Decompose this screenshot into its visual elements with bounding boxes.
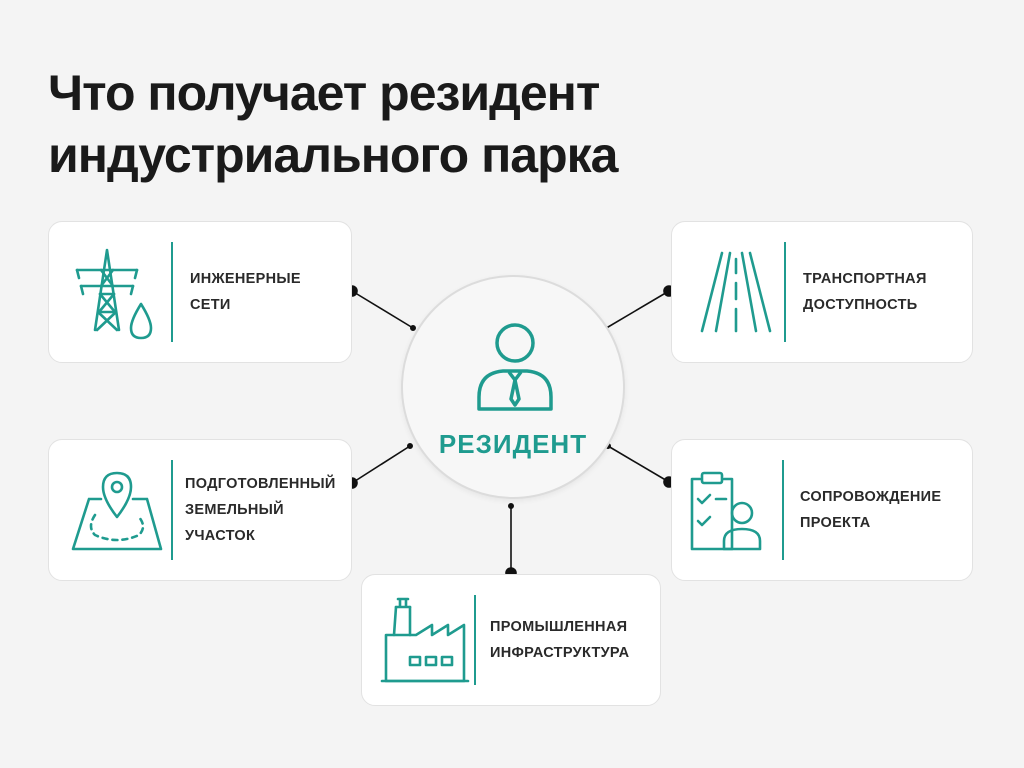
title-line-2: индустриального парка <box>48 127 618 183</box>
card-separator <box>782 460 784 560</box>
factory-icon <box>380 597 470 683</box>
card-separator <box>171 242 173 342</box>
card-project-support: СОПРОВОЖДЕНИЕ ПРОЕКТА <box>671 439 973 581</box>
title-line-1: Что получает резидент <box>48 65 600 121</box>
card-label-land: ПОДГОТОВЛЕННЫЙ ЗЕМЕЛЬНЫЙ УЧАСТОК <box>185 476 336 544</box>
connector-transport <box>602 290 670 331</box>
power-pylon-water-drop-icon <box>75 248 153 340</box>
person-with-tie-icon <box>477 323 553 411</box>
card-separator <box>171 460 173 560</box>
card-engineering-networks: ИНЖЕНЕРНЫЕ СЕТИ <box>48 221 352 363</box>
card-transport-accessibility: ТРАНСПОРТНАЯ ДОСТУПНОСТЬ <box>671 221 973 363</box>
card-land-plot: ПОДГОТОВЛЕННЫЙ ЗЕМЕЛЬНЫЙ УЧАСТОК <box>48 439 352 581</box>
connector-land <box>351 445 411 484</box>
card-label-support: СОПРОВОЖДЕНИЕ ПРОЕКТА <box>800 489 942 531</box>
road-icon <box>700 251 772 333</box>
card-label-industrial: ПРОМЫШЛЕННАЯ ИНФРАСТРУКТУРА <box>490 619 630 661</box>
connector-support <box>607 445 670 483</box>
card-label-engineering: ИНЖЕНЕРНЫЕ СЕТИ <box>190 271 301 313</box>
card-industrial-infrastructure: ПРОМЫШЛЕННАЯ ИНФРАСТРУКТУРА <box>361 574 661 706</box>
page-title: Что получает резидент индустриального па… <box>48 62 948 186</box>
card-separator <box>784 242 786 342</box>
card-label-transport: ТРАНСПОРТНАЯ ДОСТУПНОСТЬ <box>803 271 927 313</box>
resident-label: РЕЗИДЕНТ <box>438 429 588 459</box>
card-separator <box>474 595 476 685</box>
clipboard-person-icon <box>690 471 762 551</box>
land-plot-pin-icon <box>71 471 163 551</box>
connector-engineering <box>351 290 414 329</box>
resident-circle: РЕЗИДЕНТ <box>401 275 625 499</box>
